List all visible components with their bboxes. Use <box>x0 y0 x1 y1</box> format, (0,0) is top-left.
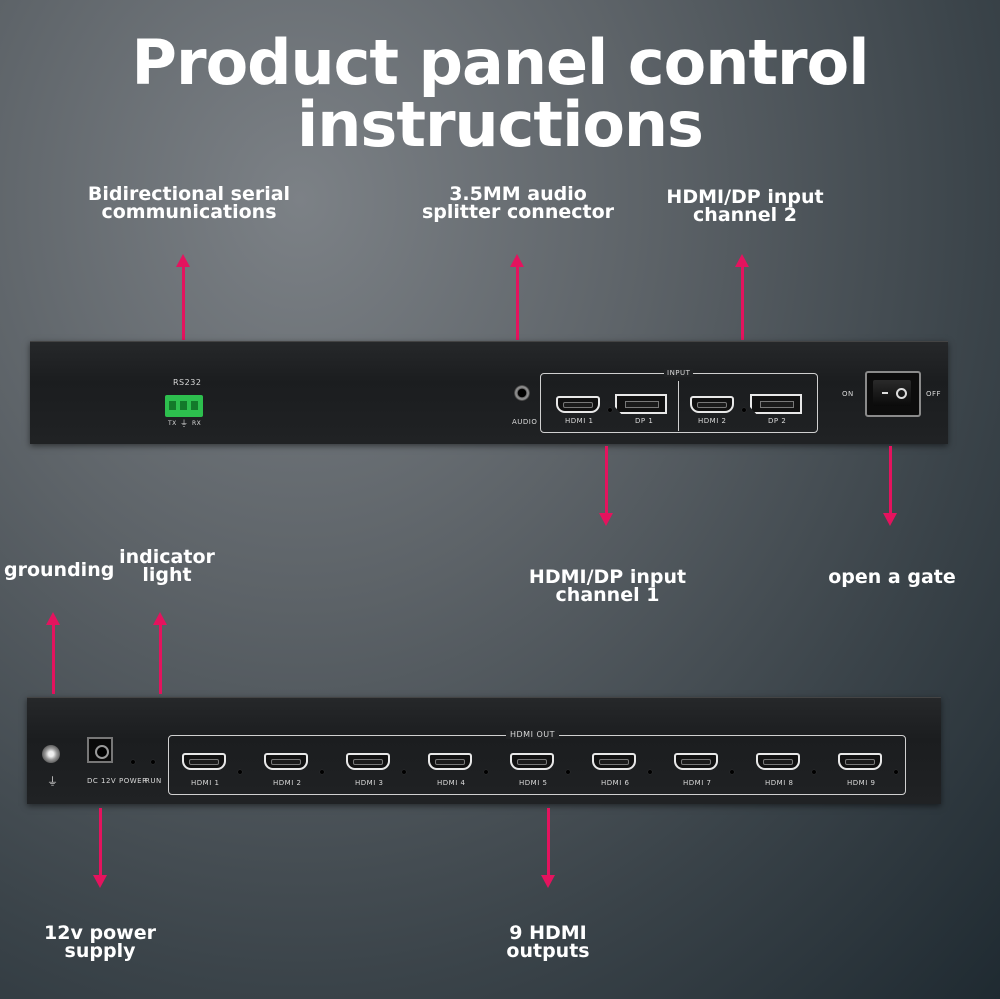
power-rocker-switch[interactable] <box>865 371 921 417</box>
output-hdmi-7-label: HDMI 7 <box>683 779 712 787</box>
rs232-terminal[interactable] <box>165 395 203 417</box>
dc-power-jack[interactable] <box>87 737 113 763</box>
switch-on-label: ON <box>842 390 854 398</box>
output-led-2 <box>320 770 324 774</box>
output-hdmi-1-label: HDMI 1 <box>191 779 220 787</box>
rear-panel-bottom: ⏚ DC 12V POWER RUN HDMI OUT HDMI 1 HDMI … <box>27 697 941 804</box>
arrow-audio <box>510 254 524 340</box>
callout-grounding: grounding <box>4 559 115 581</box>
callout-power: 12v power supply <box>30 922 170 962</box>
callout-serial-line1: Bidirectional serial <box>87 183 291 205</box>
callout-gate: open a gate <box>822 566 962 588</box>
output-hdmi-5-port[interactable] <box>510 753 554 770</box>
run-label: RUN <box>145 777 162 785</box>
output-hdmi-3-label: HDMI 3 <box>355 779 384 787</box>
callout-audio: 3.5MM audio splitter connector <box>418 183 618 223</box>
arrow-input2 <box>735 254 749 340</box>
output-led-5 <box>566 770 570 774</box>
switch-off-label: OFF <box>926 390 942 398</box>
output-hdmi-6-port[interactable] <box>592 753 636 770</box>
power-label: POWER <box>119 777 148 785</box>
output-led-8 <box>812 770 816 774</box>
switch-on-mark <box>882 392 888 394</box>
hdmi-out-label: HDMI OUT <box>506 730 560 739</box>
dc-label: DC 12V <box>87 777 117 785</box>
input-hdmi-1-label: HDMI 1 <box>565 417 594 425</box>
output-hdmi-8-label: HDMI 8 <box>765 779 794 787</box>
callout-input1: HDMI/DP input channel 1 <box>520 566 695 606</box>
input-group-label: INPUT <box>664 369 694 377</box>
output-hdmi-5-label: HDMI 5 <box>519 779 548 787</box>
input-hdmi-2-port[interactable] <box>690 396 734 413</box>
ground-screw[interactable] <box>42 745 60 763</box>
output-hdmi-8-port[interactable] <box>756 753 800 770</box>
input-divider <box>678 381 679 431</box>
title-line-1: Product panel control <box>131 26 870 99</box>
output-led-6 <box>648 770 652 774</box>
callout-input2: HDMI/DP input channel 2 <box>655 186 835 226</box>
input-led-2 <box>742 408 746 412</box>
output-led-7 <box>730 770 734 774</box>
ground-symbol: ⏚ <box>47 775 59 788</box>
input-dp-1-label: DP 1 <box>635 417 654 425</box>
callout-outputs-line1: 9 HDMI <box>509 922 587 944</box>
callout-power-line1: 12v power <box>44 922 156 944</box>
audio-jack[interactable] <box>514 385 530 401</box>
rear-panel-top: RS232 TX ⏚ RX AUDIO INPUT HDMI 1 DP 1 HD… <box>30 341 948 444</box>
callout-indicator-line1: indicator <box>119 546 215 568</box>
rs232-tx-label: TX <box>168 420 177 427</box>
title-line-2: instructions <box>297 88 704 161</box>
arrow-outputs <box>541 808 555 888</box>
switch-off-mark <box>896 388 907 399</box>
output-hdmi-6-label: HDMI 6 <box>601 779 630 787</box>
callout-power-line2: supply <box>64 940 136 962</box>
arrow-serial <box>176 254 190 340</box>
callout-outputs: 9 HDMI outputs <box>488 922 608 962</box>
output-hdmi-9-port[interactable] <box>838 753 882 770</box>
callout-input1-line1: HDMI/DP input <box>528 566 687 588</box>
output-led-3 <box>402 770 406 774</box>
rs232-rx-label: RX <box>192 420 202 427</box>
output-hdmi-4-label: HDMI 4 <box>437 779 466 787</box>
callout-indicator: indicator light <box>112 546 222 586</box>
input-hdmi-2-label: HDMI 2 <box>698 417 727 425</box>
rs232-label: RS232 <box>173 378 202 387</box>
arrow-grounding <box>46 612 60 694</box>
output-hdmi-1-port[interactable] <box>182 753 226 770</box>
power-led <box>131 760 135 764</box>
input-dp-1-port[interactable] <box>615 394 667 414</box>
callout-gate-line1: open a gate <box>828 566 956 588</box>
callout-audio-line2: splitter connector <box>422 201 614 223</box>
output-led-9 <box>894 770 898 774</box>
callout-grounding-line1: grounding <box>4 559 115 581</box>
arrow-indicator <box>153 612 167 694</box>
output-hdmi-4-port[interactable] <box>428 753 472 770</box>
arrow-input1 <box>599 446 613 526</box>
callout-input2-line2: channel 2 <box>693 204 797 226</box>
callout-serial: Bidirectional serial communications <box>84 183 294 223</box>
output-led-4 <box>484 770 488 774</box>
output-hdmi-9-label: HDMI 9 <box>847 779 876 787</box>
callout-input2-line1: HDMI/DP input <box>666 186 824 208</box>
output-hdmi-2-port[interactable] <box>264 753 308 770</box>
callout-outputs-line2: outputs <box>506 940 590 962</box>
output-hdmi-2-label: HDMI 2 <box>273 779 302 787</box>
arrow-gate <box>883 446 897 526</box>
callout-audio-line1: 3.5MM audio <box>449 183 587 205</box>
audio-label: AUDIO <box>512 418 538 426</box>
rs232-gnd-label: ⏚ <box>180 419 189 428</box>
input-hdmi-1-port[interactable] <box>556 396 600 413</box>
input-dp-2-port[interactable] <box>750 394 802 414</box>
callout-input1-line2: channel 1 <box>555 584 660 606</box>
page-title: Product panel control instructions <box>0 32 1000 156</box>
callout-indicator-line2: light <box>142 564 192 586</box>
output-hdmi-3-port[interactable] <box>346 753 390 770</box>
input-dp-2-label: DP 2 <box>768 417 787 425</box>
run-led <box>151 760 155 764</box>
arrow-power <box>93 808 107 888</box>
output-led-1 <box>238 770 242 774</box>
callout-serial-line2: communications <box>101 201 277 223</box>
output-hdmi-7-port[interactable] <box>674 753 718 770</box>
input-led-1 <box>608 408 612 412</box>
